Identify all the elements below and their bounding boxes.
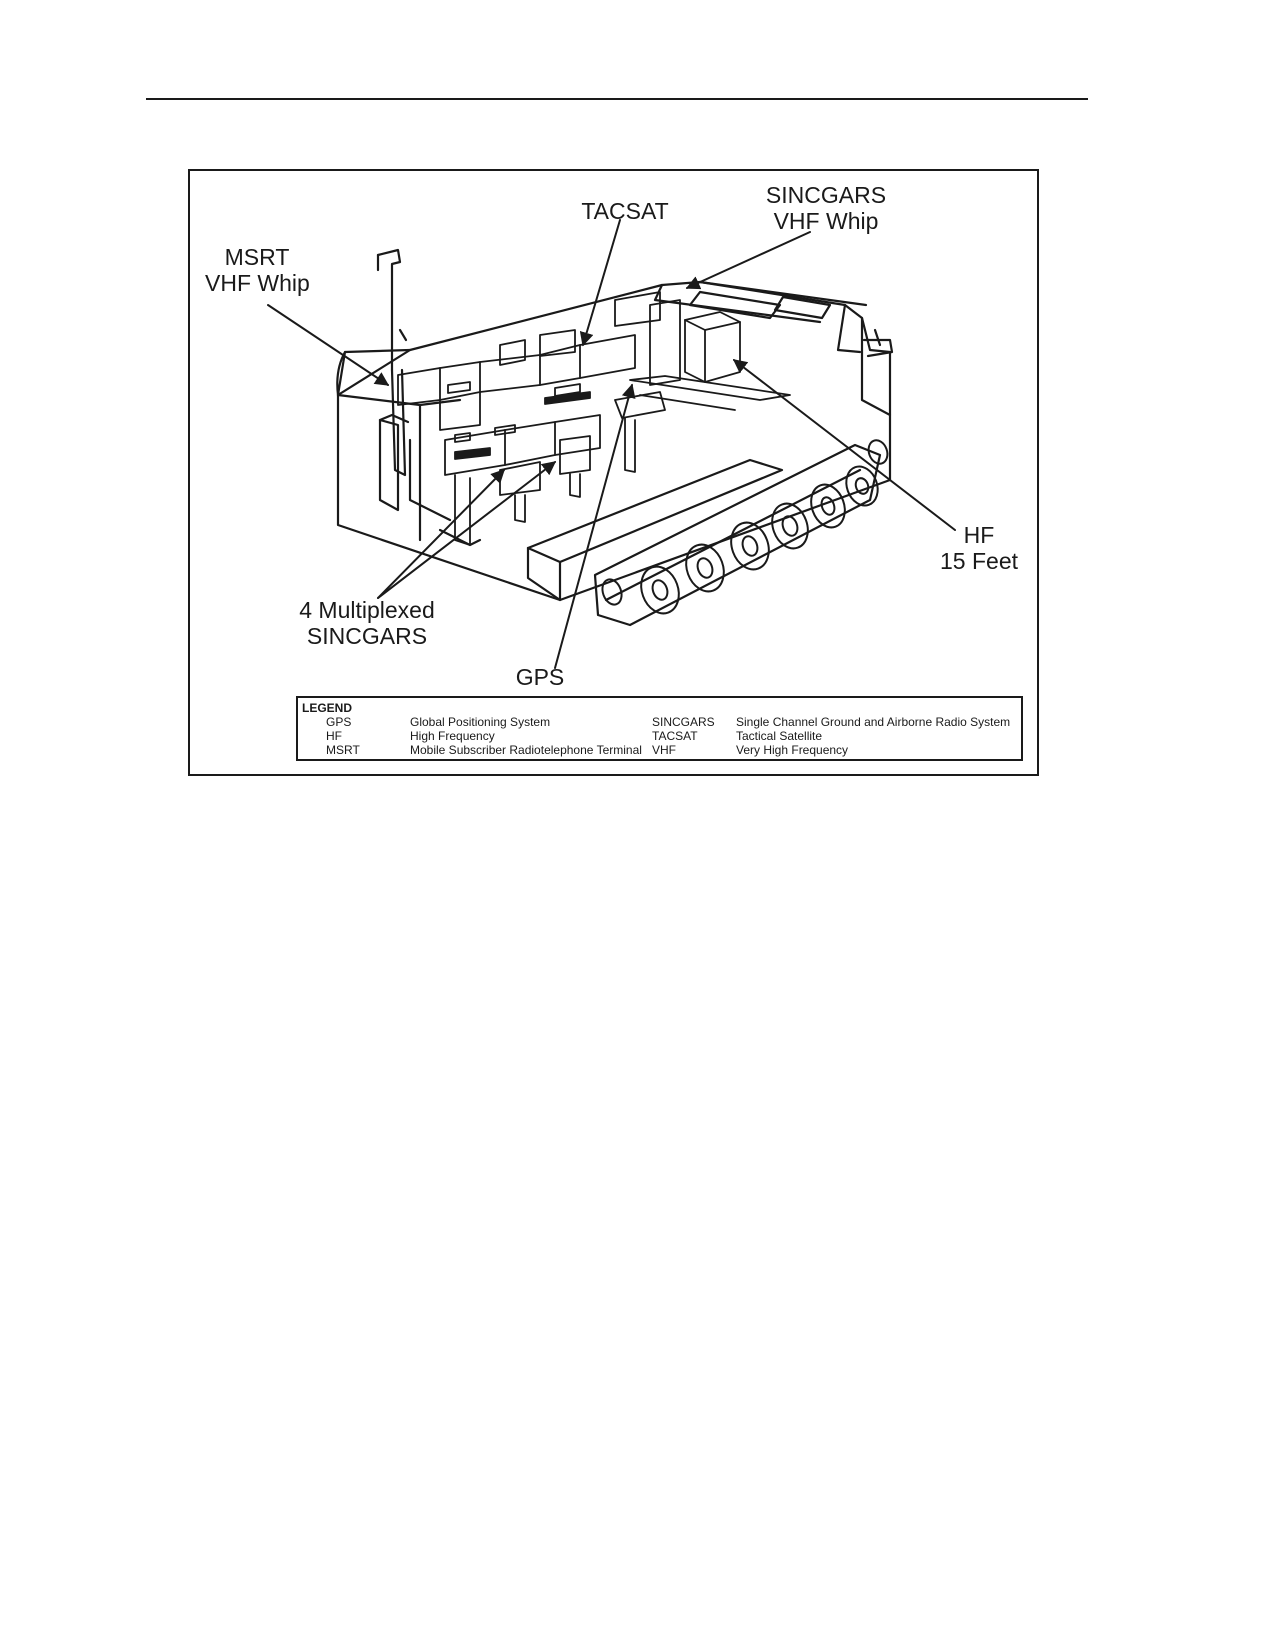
- figure-frame: [188, 169, 1039, 776]
- legend-abbr: TACSAT: [652, 729, 698, 743]
- vehicle-hull: [336, 280, 892, 602]
- multiplexed-arrow-2: [377, 461, 557, 599]
- multiplexed-callout-line-1: 4 Multiplexed: [299, 597, 435, 623]
- multiplexed-arrow-1: [377, 469, 505, 599]
- tacsat-callout-line-1: TACSAT: [581, 198, 669, 224]
- callout-arrows: [267, 219, 956, 669]
- legend-definition: High Frequency: [410, 729, 495, 743]
- legend-row: HF High Frequency TACSAT Tactical Satell…: [298, 729, 1021, 743]
- legend-definition: Very High Frequency: [736, 743, 849, 757]
- legend-abbr: GPS: [326, 715, 352, 729]
- multiplexed-callout-line-2: SINCGARS: [306, 623, 428, 649]
- operator-stations: [444, 375, 791, 546]
- tacsat-callout: TACSAT: [575, 198, 675, 224]
- multiplexed-sincgars-callout: 4 Multiplexed SINCGARS: [295, 597, 439, 649]
- legend-abbr: HF: [326, 729, 342, 743]
- gps-arrow: [554, 383, 636, 669]
- equipment-racks: [397, 291, 741, 443]
- gps-callout: GPS: [508, 664, 572, 690]
- hf-callout-line-1: HF: [963, 522, 995, 548]
- msrt-callout: MSRT VHF Whip: [205, 244, 310, 296]
- legend-box: LEGEND GPS Global Positioning System SIN…: [296, 696, 1023, 761]
- antenna-mast: [376, 248, 894, 512]
- legend-row: MSRT Mobile Subscriber Radiotelephone Te…: [298, 743, 1021, 757]
- legend-abbr: SINCGARS: [652, 715, 715, 729]
- legend-abbr: VHF: [652, 743, 676, 757]
- sincgars-whip-callout-line-2: VHF Whip: [773, 208, 879, 234]
- msrt-callout-line-2: VHF Whip: [205, 270, 310, 296]
- legend-title: LEGEND: [302, 701, 353, 715]
- legend-row: GPS Global Positioning System SINCGARS S…: [298, 715, 1021, 729]
- sincgars-whip-callout-line-1: SINCGARS: [765, 182, 887, 208]
- page-top-rule: [146, 98, 1088, 100]
- track-assembly: [593, 439, 889, 627]
- msrt-callout-line-1: MSRT: [224, 244, 290, 270]
- msrt-arrow: [267, 304, 390, 386]
- legend-definition: Global Positioning System: [410, 715, 551, 729]
- gps-callout-line-1: GPS: [515, 664, 565, 690]
- legend-definition: Mobile Subscriber Radiotelephone Termina…: [410, 743, 642, 757]
- legend-definition: Single Channel Ground and Airborne Radio…: [736, 715, 1011, 729]
- sincgars-whip-callout: SINCGARS VHF Whip: [764, 182, 888, 234]
- hf-arrow: [732, 359, 956, 531]
- hf-callout: HF 15 Feet: [935, 522, 1023, 574]
- legend-abbr: MSRT: [326, 743, 360, 757]
- sincgars-whip-arrow: [685, 231, 811, 290]
- legend-definition: Tactical Satellite: [736, 729, 823, 743]
- tacsat-arrow: [579, 219, 621, 347]
- hf-callout-line-2: 15 Feet: [940, 548, 1018, 574]
